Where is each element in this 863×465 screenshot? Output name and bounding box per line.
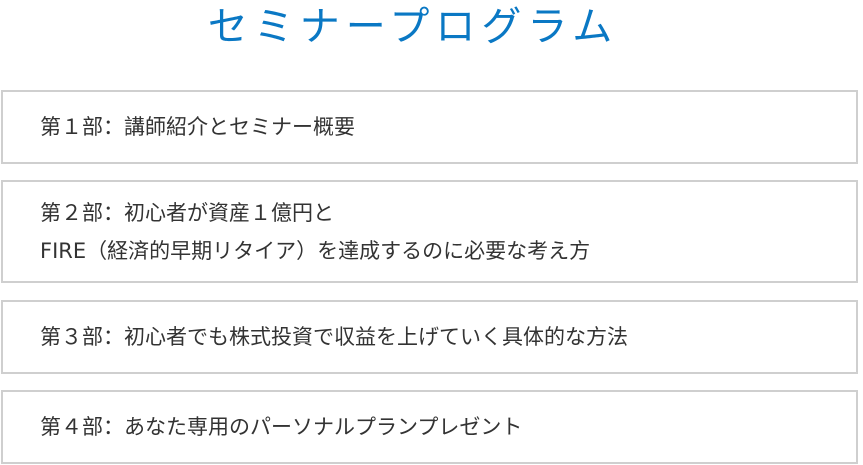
session-2: 第２部：初心者が資産１億円と FIRE（経済的早期リタイア）を達成するのに必要な… bbox=[1, 180, 858, 283]
session-4: 第４部：あなた専用のパーソナルプランプレゼント bbox=[1, 390, 858, 464]
session-4-text: 第４部：あなた専用のパーソナルプランプレゼント bbox=[40, 415, 523, 439]
session-3-text: 第３部：初心者でも株式投資で収益を上げていく具体的な方法 bbox=[40, 325, 628, 349]
session-2-text-line1: 第２部：初心者が資産１億円と bbox=[40, 200, 334, 225]
session-1: 第１部：講師紹介とセミナー概要 bbox=[1, 90, 858, 164]
session-1-text: 第１部：講師紹介とセミナー概要 bbox=[40, 115, 355, 139]
session-2-text-line2: FIRE（経済的早期リタイア）を達成するのに必要な考え方 bbox=[40, 238, 591, 263]
page-title: セミナープログラム bbox=[207, 4, 619, 50]
session-3: 第３部：初心者でも株式投資で収益を上げていく具体的な方法 bbox=[1, 300, 858, 374]
